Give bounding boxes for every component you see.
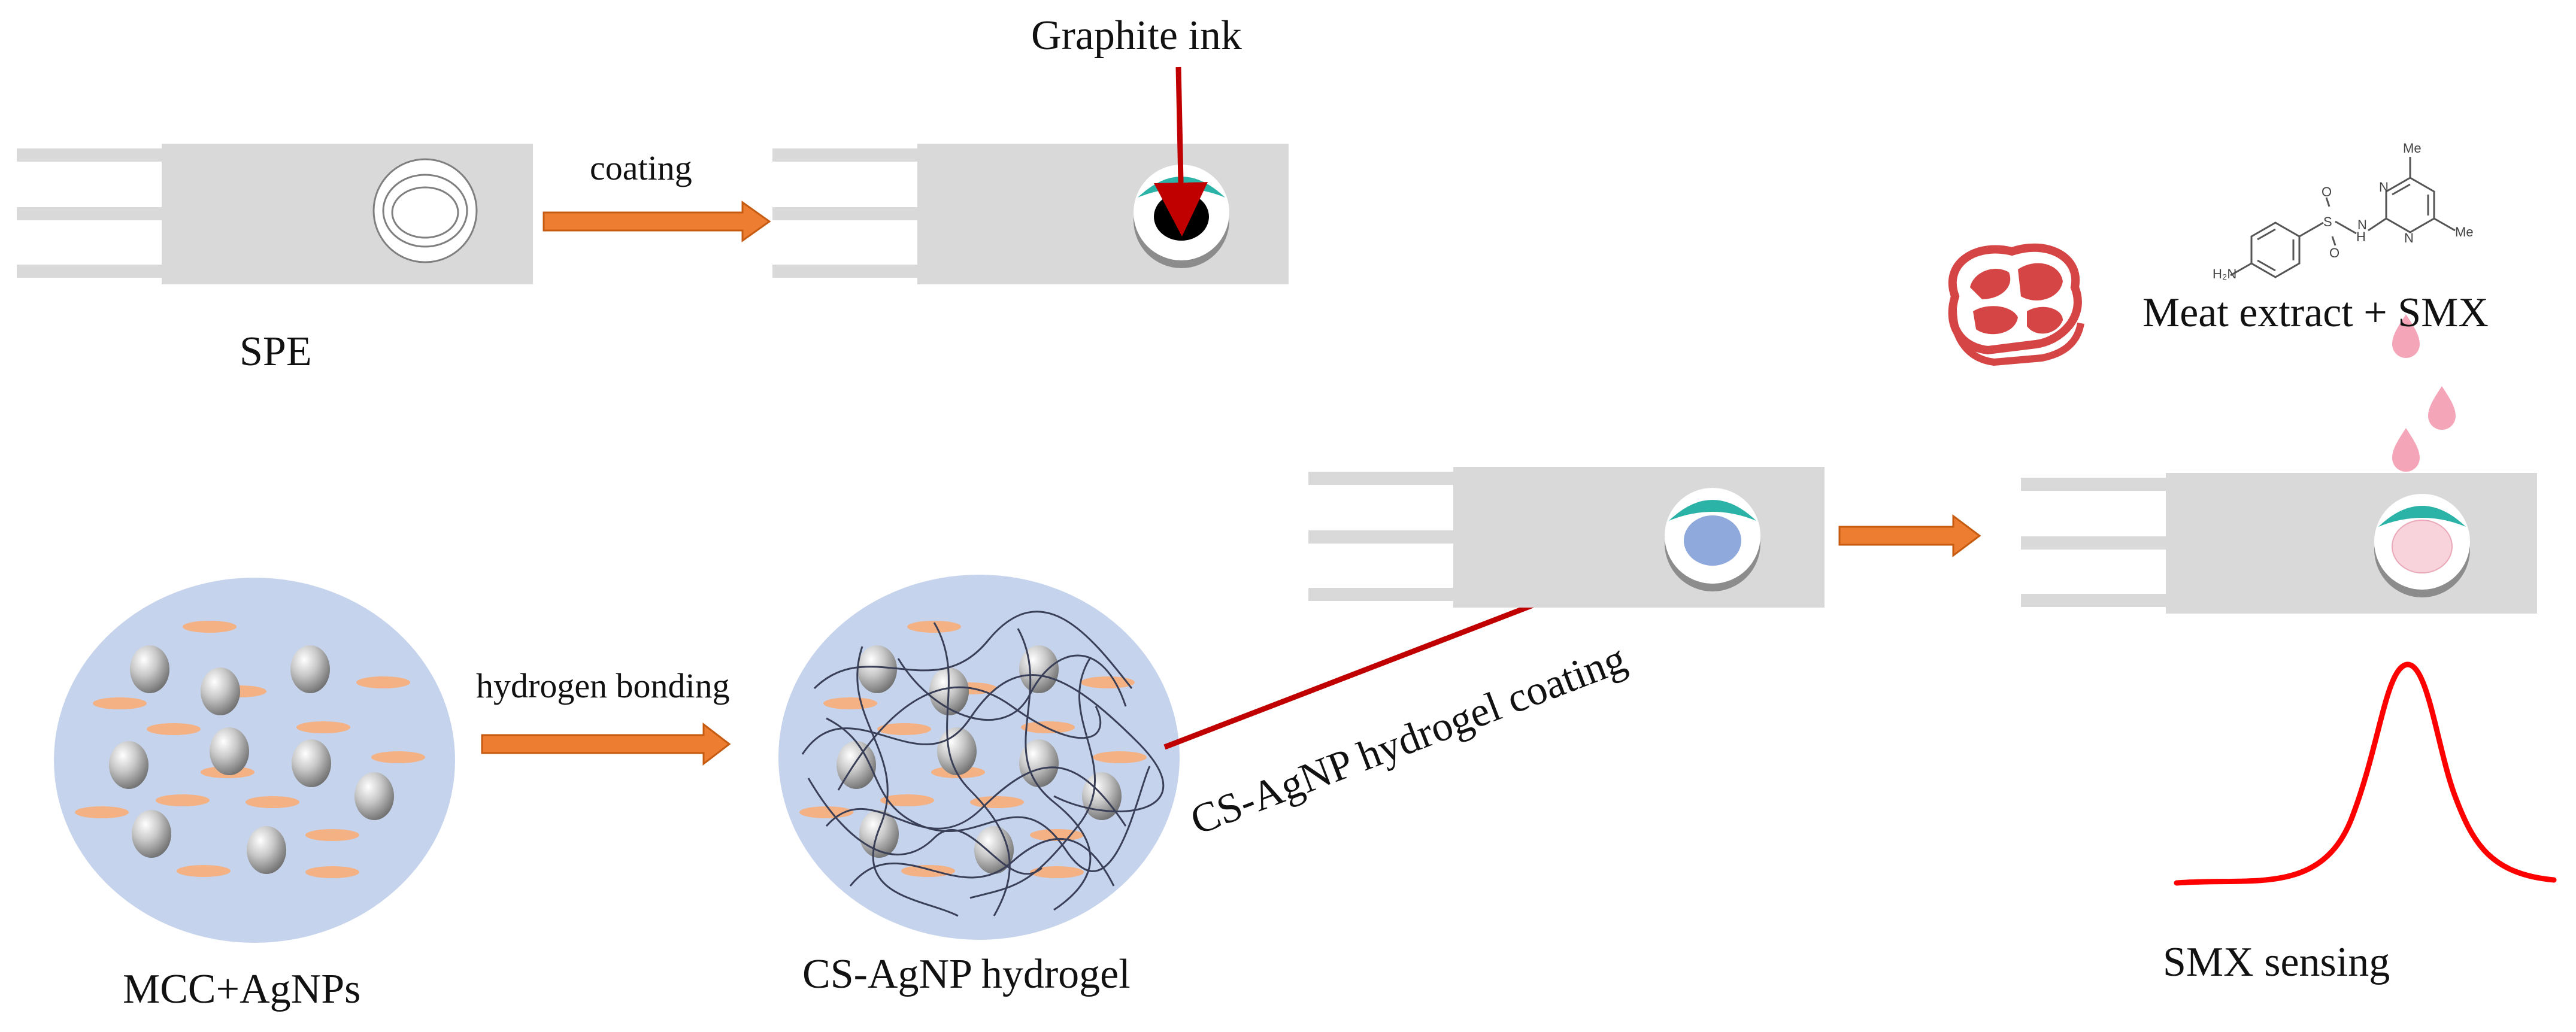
meat-icon xyxy=(1948,243,2084,366)
smx-atom-n3: N xyxy=(2404,230,2414,245)
smx-molecule xyxy=(2230,157,2456,278)
electrode-lead xyxy=(2021,536,2171,550)
sample-droplets xyxy=(2392,314,2456,472)
working-electrode-outline xyxy=(372,158,478,263)
smx-atom-me2: Me xyxy=(2455,224,2474,239)
hydrogen-bonding-arrow xyxy=(481,722,731,766)
sample-layer xyxy=(2392,520,2453,573)
graphite-electrode xyxy=(772,144,1289,284)
mcc-agnps-label: MCC+AgNPs xyxy=(123,966,360,1012)
hydrogen-bonding-label: hydrogen bonding xyxy=(476,666,730,705)
hydrogel-coating-label: CS-AgNP hydrogel coating xyxy=(1184,636,1632,844)
electrode-lead xyxy=(1308,588,1458,601)
smx-atom-nh: H xyxy=(2356,229,2366,244)
electrode-lead xyxy=(2021,478,2171,491)
smx-atom-o2: O xyxy=(2329,245,2339,260)
electrode-lead xyxy=(17,207,166,220)
sensing-signal-curve xyxy=(2174,661,2557,886)
electrode-lead xyxy=(772,207,922,220)
electrode-body xyxy=(2166,473,2537,614)
mcc-agnps-mixture xyxy=(54,578,455,943)
electrode-body xyxy=(1453,467,1825,608)
hydrogel-electrode xyxy=(1308,467,1825,608)
coating-arrow xyxy=(543,201,771,242)
droplet-icon xyxy=(2428,386,2456,430)
hydrogel-layer xyxy=(1684,515,1741,566)
cs-agnp-hydrogel xyxy=(778,575,1180,940)
graphite-ink-arrow xyxy=(1154,66,1208,236)
spe-label: SPE xyxy=(240,329,312,375)
spe-electrode xyxy=(17,144,533,284)
chitosan-network xyxy=(801,611,1165,917)
electrode-lead xyxy=(17,148,166,162)
coating-label: coating xyxy=(590,148,692,187)
electrode-body xyxy=(917,144,1289,284)
smx-atom-n2: N xyxy=(2379,180,2389,195)
smx-atom-o1: O xyxy=(2322,184,2332,199)
droplet-icon xyxy=(2392,428,2420,472)
sensing-electrode xyxy=(2021,473,2537,614)
smx-atom-n1: N xyxy=(2357,217,2367,232)
smx-atom-nh2: H₂N xyxy=(2213,266,2236,281)
reference-electrode-arc xyxy=(2378,506,2466,527)
electrode-lead xyxy=(1308,530,1458,544)
mcc-rods xyxy=(75,621,425,878)
sensing-arrow xyxy=(1838,514,1981,557)
agnp-spheres xyxy=(109,645,394,874)
cs-agnp-hydrogel-label: CS-AgNP hydrogel xyxy=(802,951,1131,997)
droplet-icon xyxy=(2392,314,2420,358)
smx-sensing-label: SMX sensing xyxy=(2163,939,2390,985)
smx-atom-s: S xyxy=(2323,214,2332,229)
graphite-ink-label: Graphite ink xyxy=(1031,13,1242,59)
electrode-lead xyxy=(772,148,922,162)
electrode-lead xyxy=(2021,594,2171,607)
electrode-lead xyxy=(17,265,166,278)
reference-electrode-arc xyxy=(1669,500,1756,521)
meat-extract-label: Meat extract + SMX xyxy=(2142,290,2489,336)
electrode-lead xyxy=(1308,472,1458,485)
electrode-lead xyxy=(772,265,922,278)
smx-atom-me1: Me xyxy=(2403,141,2422,156)
